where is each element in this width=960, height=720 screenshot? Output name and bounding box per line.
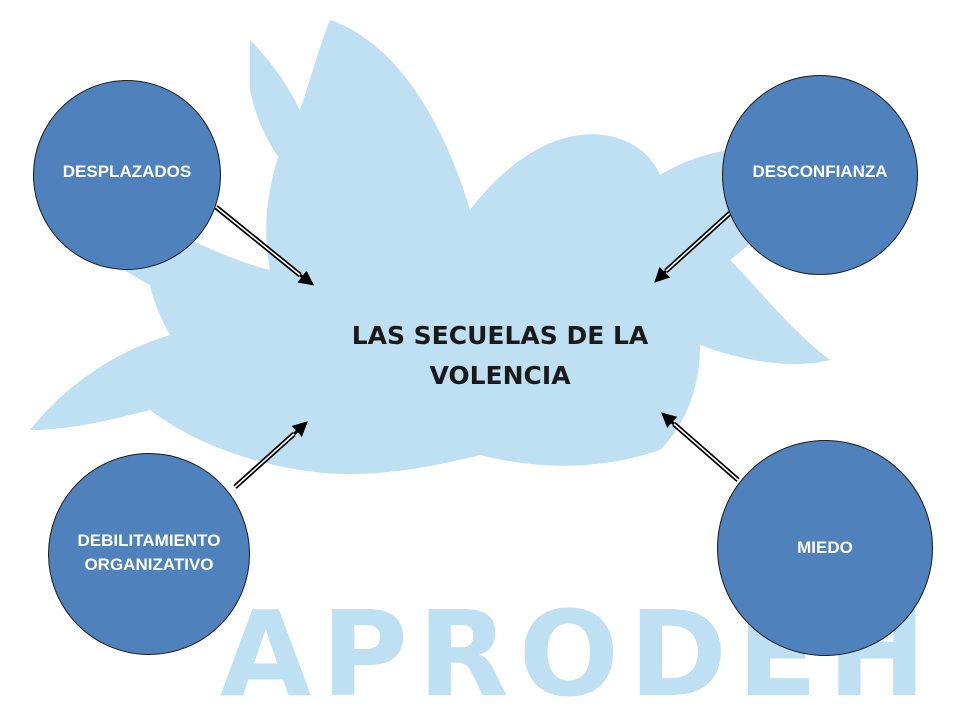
node-desconfianza: DESCONFIANZA	[722, 75, 918, 275]
node-label: MIEDO	[797, 538, 853, 557]
arrow-miedo	[661, 412, 740, 482]
arrow-desplazados	[214, 205, 314, 286]
node-label: DESCONFIANZA	[752, 162, 888, 181]
arrow-debilitamiento	[233, 421, 308, 489]
node-label: DESPLAZADOS	[62, 162, 192, 181]
center-title: LAS SECUELAS DE LA VOLENCIA	[351, 321, 649, 390]
node-miedo: MIEDO	[717, 440, 933, 656]
node-desplazados: DESPLAZADOS	[33, 80, 221, 270]
node-label: DEBILITAMIENTO ORGANIZATIVO	[77, 531, 221, 574]
node-debilitamiento-organizativo: DEBILITAMIENTO ORGANIZATIVO	[48, 453, 250, 655]
arrow-desconfianza	[654, 211, 732, 283]
